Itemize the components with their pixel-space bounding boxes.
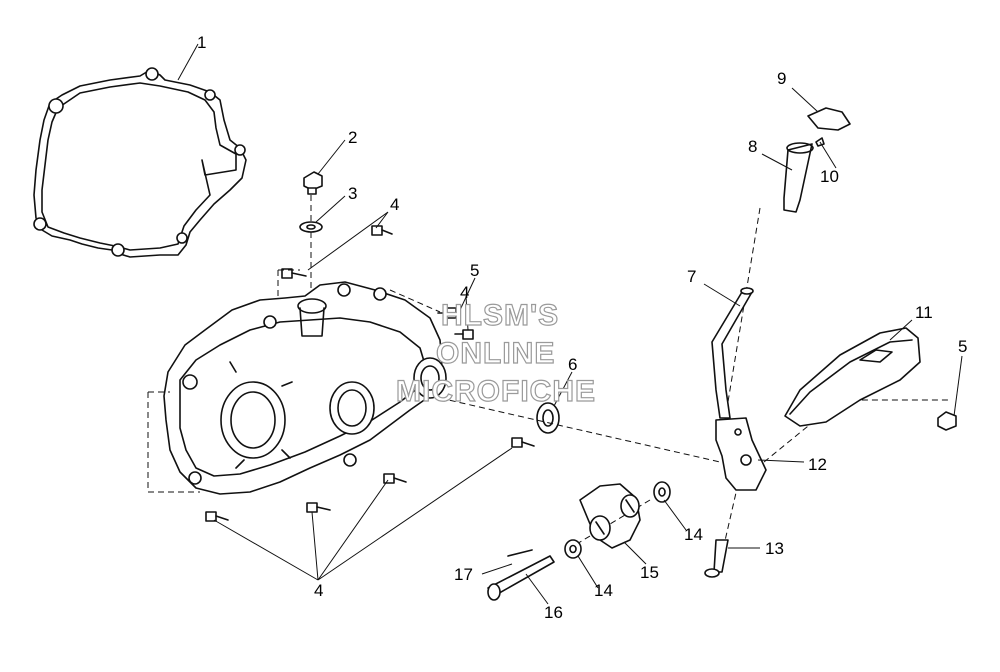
shift-knob-part bbox=[783, 142, 814, 213]
callout-9: 9 bbox=[777, 69, 786, 88]
washer-part bbox=[564, 539, 582, 559]
callout-5-right: 5 bbox=[958, 337, 967, 356]
callout-4-upper: 4 bbox=[390, 195, 399, 214]
pin-part bbox=[487, 555, 555, 601]
callout-16: 16 bbox=[544, 603, 563, 622]
shift-lever-part bbox=[711, 287, 754, 419]
gearcase-cover-part bbox=[163, 281, 447, 495]
leader-lines bbox=[177, 43, 963, 605]
clip-part bbox=[507, 549, 533, 557]
bolt-part bbox=[281, 268, 307, 279]
watermark-line-3: MICROFICHE bbox=[396, 375, 596, 408]
bolt-part bbox=[371, 225, 393, 236]
cover-bolt-part bbox=[937, 411, 957, 431]
callout-15: 15 bbox=[640, 563, 659, 582]
callout-6: 6 bbox=[568, 355, 577, 374]
spring-part bbox=[579, 483, 641, 549]
callout-13: 13 bbox=[765, 539, 784, 558]
callout-11: 11 bbox=[915, 303, 933, 322]
watermark-line-1: HLSM'S bbox=[441, 299, 559, 332]
callout-3: 3 bbox=[348, 184, 357, 203]
emblem-part bbox=[807, 107, 851, 131]
shift-cover-part bbox=[784, 327, 921, 427]
callout-5-left: 5 bbox=[470, 261, 479, 280]
lever-bracket-part bbox=[715, 417, 767, 491]
gasket-part bbox=[33, 67, 247, 258]
watermark: HLSM'S ONLINE MICROFICHE bbox=[395, 298, 596, 408]
washer-part bbox=[653, 481, 671, 503]
callout-7: 7 bbox=[687, 267, 696, 286]
callout-labels: 1 2 3 4 5 4 6 7 8 9 10 11 5 12 13 14 14 … bbox=[197, 33, 967, 622]
watermark-line-2: ONLINE bbox=[436, 337, 555, 370]
callout-12: 12 bbox=[808, 455, 827, 474]
sealing-washer-part bbox=[299, 221, 323, 233]
bolt-part bbox=[205, 511, 229, 522]
bolt-part bbox=[383, 473, 407, 484]
callout-17: 17 bbox=[454, 565, 473, 584]
callout-14-right: 14 bbox=[684, 525, 703, 544]
bolt-part bbox=[511, 437, 535, 448]
callout-4-middle: 4 bbox=[460, 283, 469, 302]
bolt-5-part bbox=[437, 307, 457, 319]
drain-plug-part bbox=[303, 171, 323, 195]
callout-4-lower: 4 bbox=[314, 581, 323, 600]
callout-8: 8 bbox=[748, 137, 757, 156]
oil-seal-part bbox=[536, 402, 560, 434]
callout-10: 10 bbox=[820, 167, 839, 186]
bolt-part bbox=[306, 502, 331, 513]
callout-1: 1 bbox=[197, 33, 206, 52]
pivot-bolt-part bbox=[704, 539, 729, 578]
callout-2: 2 bbox=[348, 128, 357, 147]
callout-14-left: 14 bbox=[594, 581, 613, 600]
